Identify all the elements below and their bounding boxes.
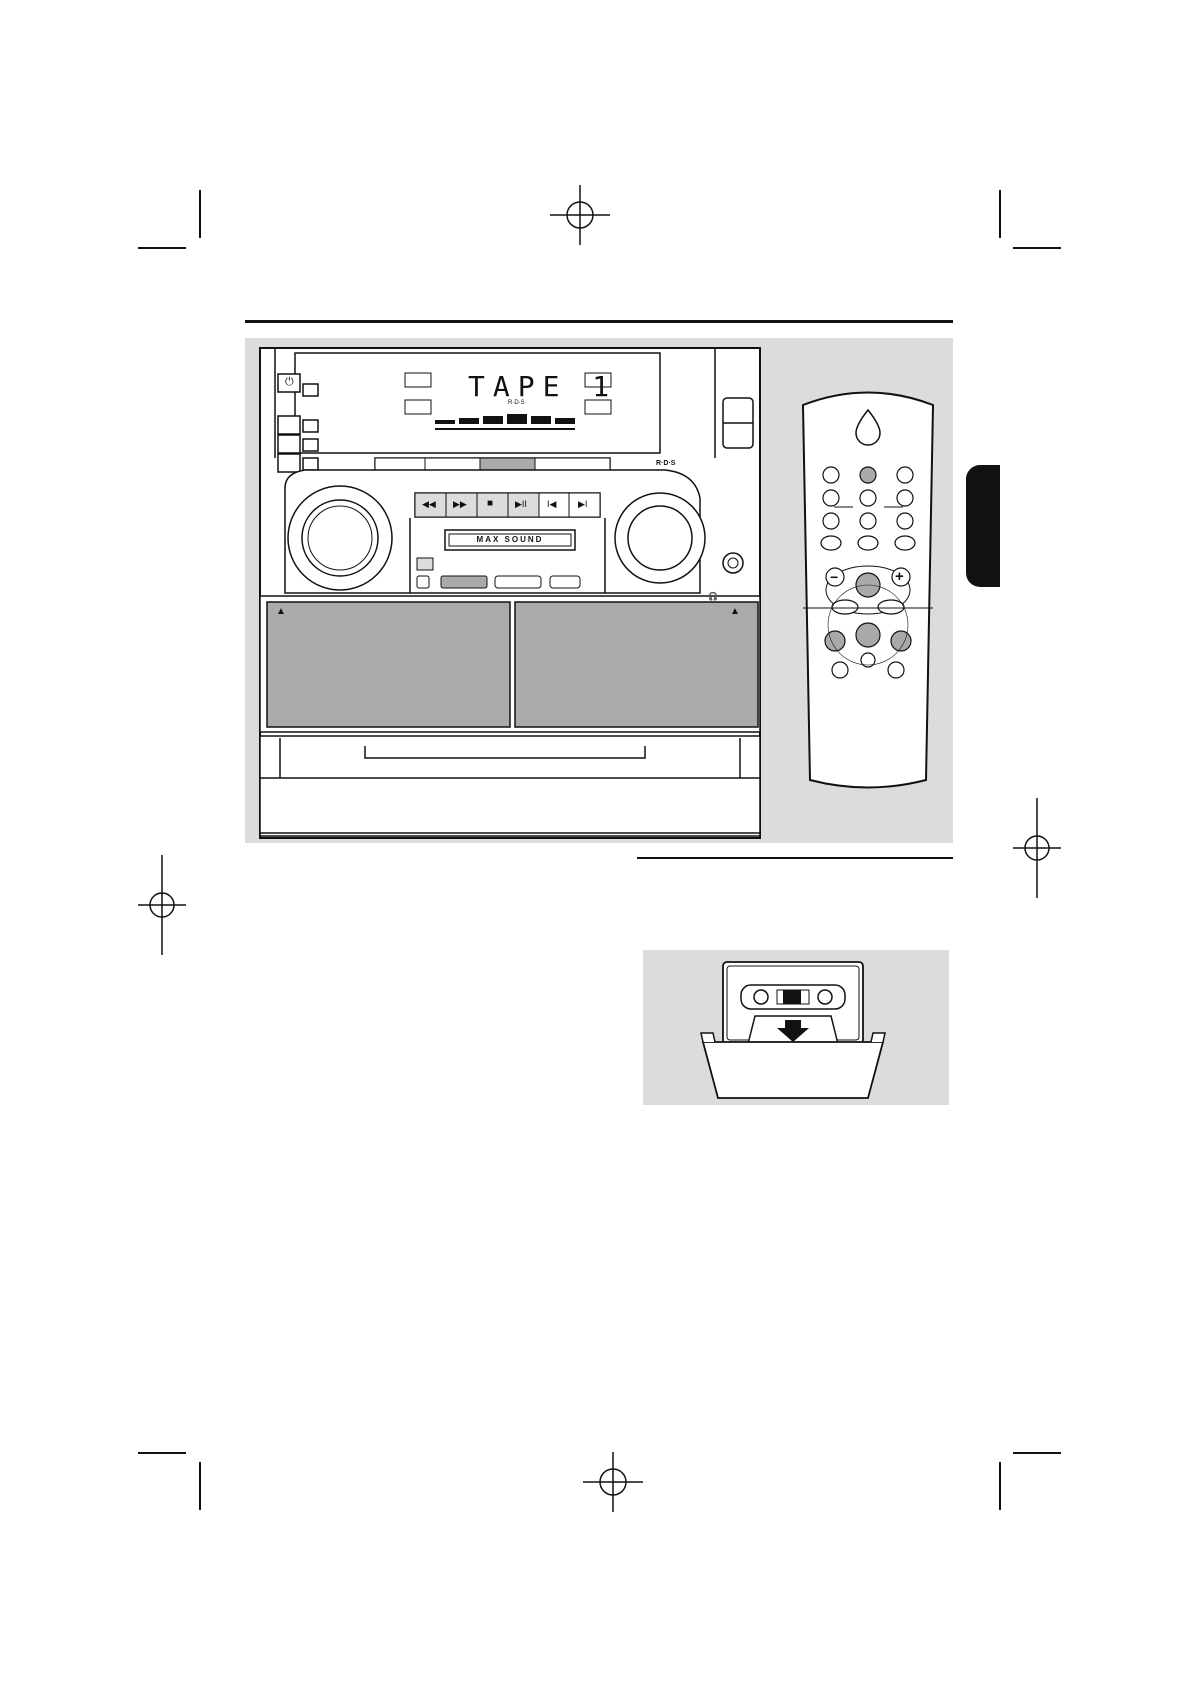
- language-side-tab: [966, 465, 1000, 587]
- crop-mark: [199, 1462, 201, 1510]
- power-icon[interactable]: ⏻: [285, 376, 294, 389]
- crop-mark: [999, 190, 1001, 238]
- crop-mark: [1013, 247, 1061, 249]
- stereo-system-illustration: [245, 338, 775, 843]
- volume-minus-icon[interactable]: −: [830, 569, 838, 585]
- registration-mark: [550, 185, 610, 245]
- cassette-insertion-illustration: [643, 950, 949, 1105]
- header-rule: [245, 320, 953, 323]
- next-button[interactable]: ▶I: [578, 499, 587, 510]
- rewind-button[interactable]: ◀◀: [422, 499, 436, 510]
- previous-button[interactable]: I◀: [547, 499, 556, 510]
- rds-logo: R·D·S: [656, 460, 675, 467]
- crop-mark: [1013, 1452, 1061, 1454]
- play-pause-button[interactable]: ▶II: [515, 499, 527, 510]
- headphone-icon: 🎧: [708, 592, 718, 601]
- volume-plus-icon[interactable]: +: [895, 568, 904, 585]
- registration-mark: [583, 1452, 643, 1512]
- crop-mark: [138, 247, 186, 249]
- section-rule: [637, 857, 953, 859]
- crop-mark: [138, 1452, 186, 1454]
- remote-control-illustration: [798, 385, 938, 795]
- registration-mark: [1013, 798, 1061, 898]
- max-sound-label: MAX SOUND: [449, 535, 571, 544]
- fast-forward-button[interactable]: ▶▶: [453, 499, 467, 510]
- left-buttons: [278, 374, 318, 472]
- display-text: TAPE 1: [468, 370, 617, 403]
- registration-mark: [138, 855, 186, 955]
- display-subtext: R·D·S: [508, 400, 525, 406]
- transport-buttons: ◀◀ ▶▶ ■ ▶II I◀ ▶I: [415, 493, 600, 517]
- stop-button[interactable]: ■: [487, 498, 493, 509]
- deck-eject-arrow-left[interactable]: ▲: [276, 606, 286, 617]
- crop-mark: [999, 1462, 1001, 1510]
- crop-mark: [199, 190, 201, 238]
- deck-eject-arrow-right[interactable]: ▲: [730, 606, 740, 617]
